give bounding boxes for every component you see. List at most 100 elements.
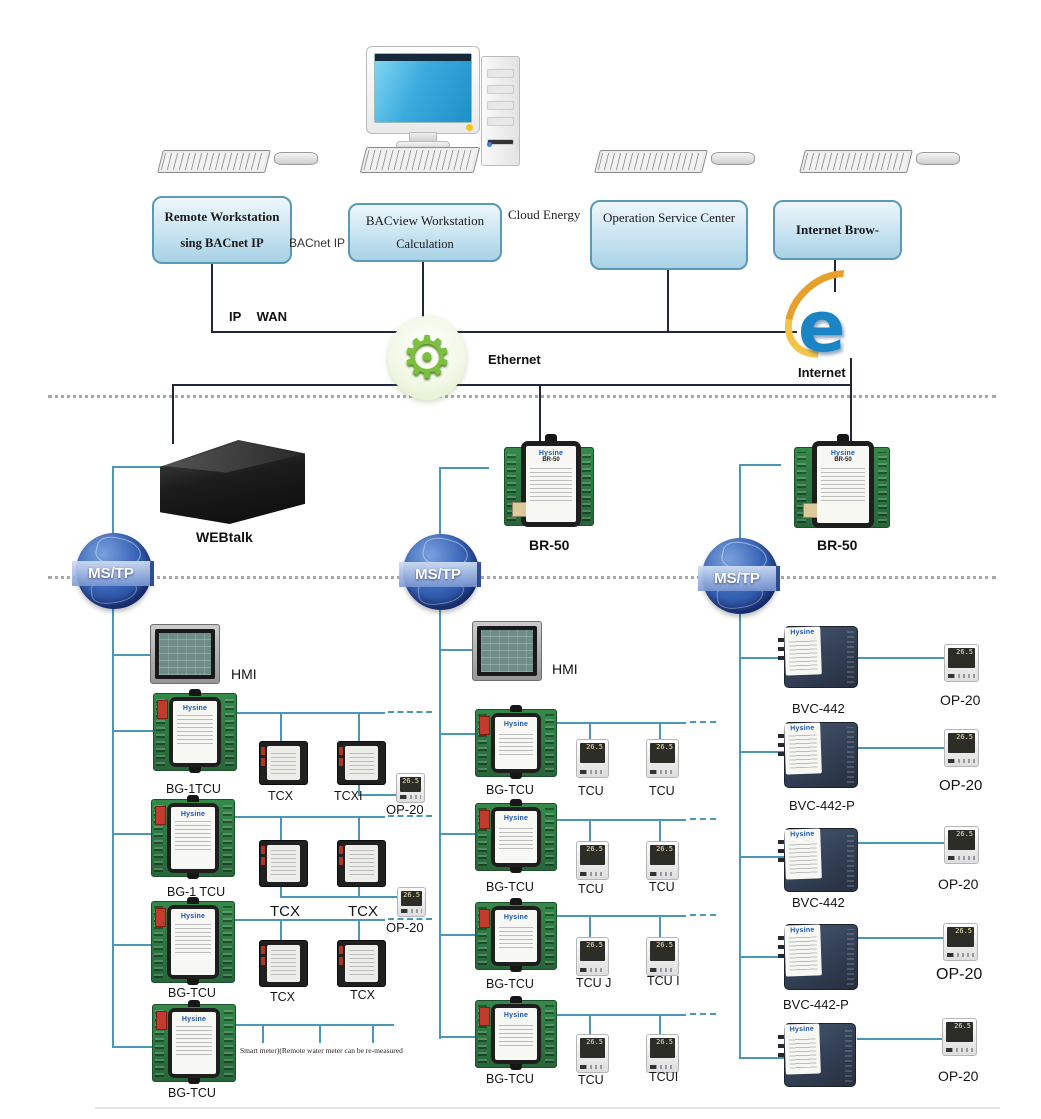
connector-line [280,712,282,742]
internet-explorer-icon: e [798,286,846,368]
thermostat-display: 26.5 [580,941,605,962]
bg-controller-device: Hysine [151,795,235,879]
connector-line [280,896,398,898]
controller-label: BG-1TCU [166,782,221,796]
terminal-tab [339,857,343,865]
op20-label: OP-20 [936,966,983,983]
fine-print [271,949,296,975]
label-card [345,845,378,882]
tcu-thermostat-device: 26.5 [646,739,679,778]
controller-label: BVC-442 [792,701,845,716]
tcu-thermostat-device: 26.5 [576,937,609,976]
connector-line [114,1046,154,1048]
connector-line [441,733,476,735]
mouse-pad-icon [916,152,960,165]
dip-switch [479,716,490,735]
fine-print [788,638,818,671]
thermostat-display: 26.5 [946,1022,973,1042]
device-nub [510,1064,522,1070]
thermostat-buttons [948,856,975,860]
connector-line [172,384,174,444]
thermostat-buttons [400,795,421,799]
bvc-controller-device: Hysine [778,924,858,990]
fine-print [530,466,572,501]
bus-line [236,1024,394,1026]
op20-label: OP-20 [938,1068,979,1084]
tcu-label: TCU [578,784,604,798]
device-frame: Hysine [167,897,219,985]
fine-print [821,466,865,502]
ethernet-bus-line [173,384,852,386]
cloud-energy-label: Cloud Energy [508,207,581,222]
connector-line [441,467,489,469]
mouse-pad-icon [274,152,318,165]
model-text: BR-50 [834,457,852,463]
connector-line [211,258,213,333]
connector-line [589,915,591,938]
label-card [345,945,378,982]
dip-switch [479,1007,490,1026]
bvc-controller-device: Hysine [778,626,858,688]
tcx-label: TCX [348,903,378,920]
bg-controller-device: Hysine [475,705,557,779]
bg-controller-device: Hysine [475,799,557,873]
ethernet-hub-icon: ⚙ [388,316,466,400]
thermostat-display: 26.5 [650,1038,675,1059]
fine-print [349,949,374,975]
controller-label: BVC-442-P [783,997,849,1012]
controller-label: BG-TCU [168,986,216,1000]
tcu-thermostat-device: 26.5 [576,1034,609,1073]
device-nub [187,795,199,802]
label-card: Hysine [784,722,822,775]
bus-line [237,712,385,714]
tcx-label: TCX [350,988,375,1002]
thermostat-buttons [580,770,605,774]
device-frame: Hysine [491,705,541,779]
connector-line [741,1057,785,1059]
controller-label: BG-TCU [486,783,534,797]
hmi-panel-device [150,624,220,684]
dip-switch [156,1011,167,1030]
box-title: BACview Workstation [365,213,485,228]
device-nub [187,897,199,904]
bg-controller-device: Hysine [475,898,557,972]
thermostat-buttons [650,1065,675,1069]
controller-label: BG-TCU [486,977,534,991]
desktop-monitor-icon [366,46,480,134]
connector-line [358,712,360,742]
brand-text: Hysine [538,450,564,457]
brand-text: Hysine [503,721,529,728]
connector-line [114,654,152,656]
thermostat-display: 26.5 [650,743,675,764]
brand-text: Hysine [182,705,208,712]
webtalk-label: WEBtalk [196,529,253,545]
controller-label: BG-1 TCU [167,885,226,899]
label-card: Hysine [171,807,215,869]
device-nub [189,767,201,773]
label-card: Hysine [173,701,217,763]
thermostat-display: 26.5 [948,648,975,668]
terminal-tab [339,758,343,766]
computer-tower-icon [481,56,520,166]
connector-line [659,1014,661,1035]
fine-print [177,715,213,744]
br50-label: BR-50 [529,537,570,553]
connector-line [589,722,591,740]
thermostat-buttons [948,674,975,678]
thermostat-buttons [946,1048,973,1052]
connector-line [114,944,152,946]
brand-text: Hysine [503,1012,529,1019]
bus-line [556,1014,686,1016]
tcx-label: TCXI [334,789,363,803]
op20-thermostat-device: 26.5 [944,729,979,767]
fine-print [176,1026,212,1055]
bg-controller-device: Hysine [475,996,557,1070]
drive-bay [487,85,514,94]
tcx-label: TCX [270,990,295,1004]
fine-print [788,840,818,874]
tcu-label: TCU [578,1073,604,1087]
dotted-separator [48,576,996,579]
device-nub [510,867,522,873]
device-frame: Hysine [168,1000,220,1084]
